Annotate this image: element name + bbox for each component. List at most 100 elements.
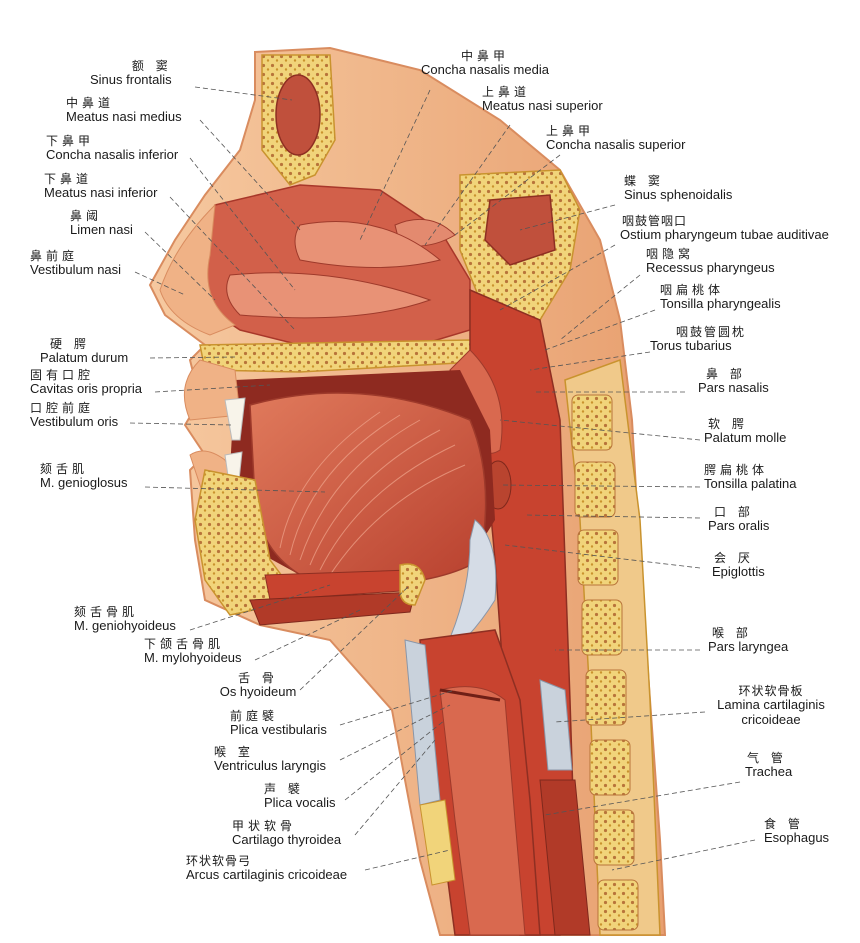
label-zh: 上鼻道 (482, 85, 531, 99)
label-la: Epiglottis (712, 564, 765, 580)
label-la: Lamina cartilaginis (717, 697, 825, 713)
label-zh: 硬 腭 (50, 337, 90, 351)
cricoid-arch (419, 799, 456, 886)
label-zh: 咽隐窝 (646, 247, 695, 261)
label-la: Torus tubarius (650, 338, 732, 354)
label-zh: 气 管 (747, 751, 787, 765)
label-ventriculus-laryngis: 喉 室 Ventriculus laryngis (214, 745, 326, 774)
label-zh: 咽鼓管咽口 (622, 214, 688, 228)
label-pars-nasalis: 鼻 部 Pars nasalis (698, 367, 769, 396)
laryngeal-lumen (439, 686, 526, 936)
label-la: Tonsilla palatina (704, 476, 797, 492)
label-zh: 食 管 (764, 817, 804, 831)
label-vestibulum-oris: 口腔前庭 Vestibulum oris (30, 401, 119, 430)
label-zh: 环状软骨弓 (186, 854, 252, 868)
label-la: Os hyoideum (219, 684, 297, 700)
label-la: Meatus nasi medius (66, 109, 182, 125)
label-la-line2: cricoideae (741, 711, 801, 727)
thyroid-cartilage (404, 639, 441, 806)
label-la: Plica vestibularis (230, 722, 327, 738)
label-zh: 咽鼓管圆枕 (676, 325, 747, 339)
label-os-hyoideum: 舌 骨 Os hyoideum (213, 671, 303, 700)
label-la: Sinus sphenoidalis (624, 187, 733, 203)
label-vestibulum-nasi: 鼻前庭 Vestibulum nasi (30, 249, 122, 278)
label-meatus-nasi-medius: 中鼻道 Meatus nasi medius (66, 96, 182, 125)
label-zh: 前庭襞 (230, 709, 279, 723)
label-la: Plica vocalis (264, 795, 336, 811)
label-concha-nasalis-inferior: 下鼻甲 Concha nasalis inferior (46, 134, 179, 163)
label-la: Pars nasalis (698, 380, 769, 396)
label-zh: 颏舌肌 (40, 462, 89, 476)
label-la: Meatus nasi inferior (44, 185, 158, 201)
label-pars-laryngea: 喉 部 Pars laryngea (708, 626, 789, 655)
label-la: Ventriculus laryngis (214, 758, 326, 774)
tongue-fibers (279, 411, 466, 576)
label-la: Esophagus (764, 830, 830, 846)
label-la: Pars laryngea (708, 639, 789, 655)
label-concha-nasalis-superior: 上鼻甲 Concha nasalis superior (546, 124, 686, 153)
label-zh: 鼻 部 (706, 367, 746, 381)
label-la: Concha nasalis superior (546, 137, 686, 153)
label-tonsilla-pharyngealis: 咽扁桃体 Tonsilla pharyngealis (660, 283, 781, 312)
label-zh: 喉 室 (214, 745, 254, 759)
label-la: Ostium pharyngeum tubae auditivae (620, 227, 829, 243)
label-trachea: 气 管 Trachea (745, 751, 793, 780)
label-zh: 中鼻甲 (460, 49, 509, 63)
label-zh: 口腔前庭 (30, 401, 95, 415)
label-zh: 环状软骨板 (738, 684, 804, 698)
label-plica-vocalis: 声 襞 Plica vocalis (264, 782, 336, 811)
label-sinus-sphenoidalis: 蝶 窦 Sinus sphenoidalis (624, 174, 733, 203)
label-concha-nasalis-media: 中鼻甲 Concha nasalis media (420, 49, 550, 78)
label-la: Palatum durum (40, 350, 129, 366)
label-torus-tubarius: 咽鼓管圆枕 Torus tubarius (650, 325, 747, 354)
label-la: M. genioglosus (40, 475, 128, 491)
label-zh: 颏舌骨肌 (74, 605, 139, 619)
hyoid (399, 563, 426, 606)
label-la: Concha nasalis inferior (46, 147, 179, 163)
label-esophagus: 食 管 Esophagus (764, 817, 830, 846)
label-zh: 蝶 窦 (624, 174, 664, 188)
label-la: M. geniohyoideus (74, 618, 176, 634)
label-meatus-nasi-inferior: 下鼻道 Meatus nasi inferior (44, 172, 158, 201)
upper-incisor (224, 397, 246, 441)
label-lamina-cartilaginis-cricoideae: 环状软骨板 Lamina cartilaginis cricoideae (706, 684, 836, 728)
label-zh: 声 襞 (264, 782, 304, 796)
label-zh: 额 窦 (131, 59, 172, 73)
label-zh: 下鼻甲 (46, 134, 95, 148)
cricoid-lamina (539, 679, 573, 771)
label-zh: 咽扁桃体 (660, 283, 725, 297)
label-la: Recessus pharyngeus (646, 260, 775, 276)
label-zh: 口 部 (714, 505, 754, 519)
label-la: M. mylohyoideus (144, 650, 242, 666)
label-zh: 舌 骨 (238, 671, 278, 685)
label-ostium-pharyngeum: 咽鼓管咽口 Ostium pharyngeum tubae auditivae (620, 214, 829, 243)
label-zh: 上鼻甲 (546, 124, 595, 138)
label-la: Vestibulum oris (30, 414, 119, 430)
label-la: Vestibulum nasi (30, 262, 122, 278)
label-zh: 鼻阈 (70, 209, 103, 223)
label-la: Sinus frontalis (90, 72, 172, 88)
frontal-sinus (275, 74, 321, 156)
tongue (249, 392, 487, 587)
mylohyoid (249, 591, 416, 626)
label-palatum-durum: 硬 腭 Palatum durum (40, 337, 129, 366)
nose (159, 203, 237, 336)
label-la: Trachea (745, 764, 793, 780)
label-epiglottis: 会 厌 Epiglottis (712, 551, 765, 580)
label-zh: 腭扁桃体 (704, 463, 769, 477)
label-zh: 下鼻道 (44, 172, 93, 186)
label-la: Cavitas oris propria (30, 381, 142, 397)
label-m-geniohyoideus: 颏舌骨肌 M. geniohyoideus (74, 605, 176, 634)
concha-media (294, 221, 442, 268)
concha-inferior (226, 272, 432, 319)
label-la: Tonsilla pharyngealis (660, 296, 781, 312)
label-zh: 中鼻道 (66, 96, 115, 110)
esophagus (539, 779, 591, 936)
label-arcus-cartilaginis-cricoideae: 环状软骨弓 Arcus cartilaginis cricoideae (186, 854, 347, 883)
label-sinus-frontalis: 额 窦 Sinus frontalis (90, 59, 172, 88)
label-la: Meatus nasi superior (482, 98, 603, 114)
label-tonsilla-palatina: 腭扁桃体 Tonsilla palatina (704, 463, 797, 492)
label-m-mylohyoideus: 下颌舌骨肌 M. mylohyoideus (144, 637, 242, 666)
